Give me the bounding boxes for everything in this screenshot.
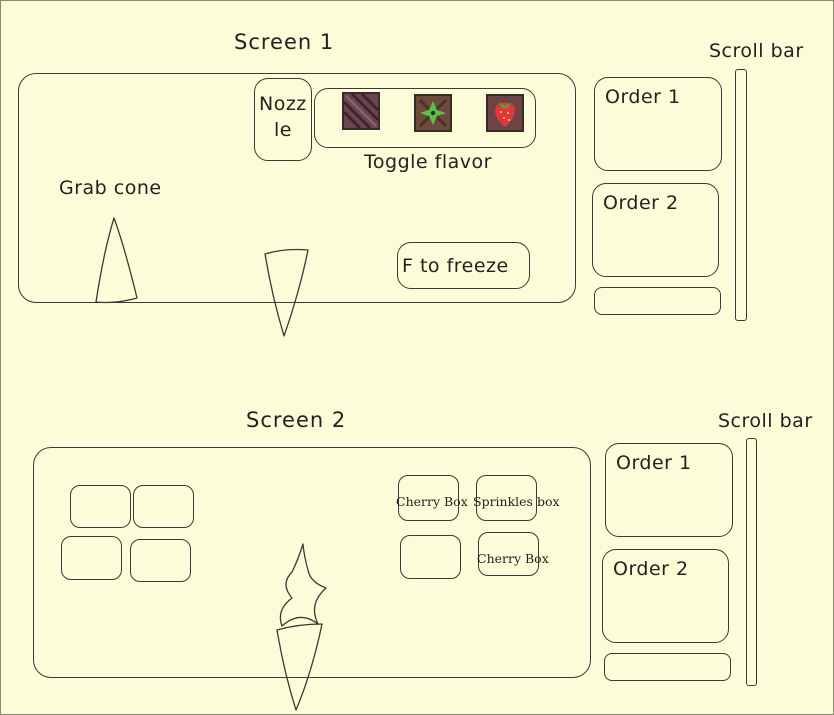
grab-cone-label: Grab cone	[59, 177, 162, 199]
screen2-scroll-label: Scroll bar	[718, 410, 813, 432]
sprinkles-box[interactable]: Sprinkles box	[473, 475, 560, 521]
cherry-box-2-label: Cherry Box	[477, 551, 549, 566]
screen1-order-1-label: Order 1	[605, 86, 681, 108]
ingredient-bin[interactable]	[130, 539, 191, 582]
screen1-scroll-label: Scroll bar	[709, 40, 804, 62]
screen2-title: Screen 2	[246, 408, 347, 432]
screen1-order-1[interactable]: Order 1	[594, 77, 722, 171]
toggle-flavor-label: Toggle flavor	[364, 151, 492, 173]
cherry-box-2[interactable]: Cherry Box	[477, 532, 549, 576]
sprinkles-box-label: Sprinkles box	[473, 494, 560, 509]
nozzle-label-line1: Nozz	[259, 93, 307, 115]
empty-topping-box[interactable]	[400, 535, 461, 579]
cherry-box-1[interactable]: Cherry Box	[396, 475, 468, 521]
screen2-order-1[interactable]: Order 1	[605, 443, 733, 537]
nozzle-button[interactable]: Nozz le	[254, 78, 312, 161]
screen1-order-3[interactable]	[594, 287, 721, 315]
screen1-scroll-bar[interactable]	[735, 69, 747, 321]
ingredient-bin[interactable]	[61, 536, 122, 580]
ice-cream-swirl-icon	[279, 543, 327, 627]
screen2-scroll-bar[interactable]	[746, 438, 757, 686]
cone-under-nozzle-icon	[264, 248, 309, 337]
screen1-order-2[interactable]: Order 2	[592, 183, 719, 277]
screen1-title: Screen 1	[234, 30, 335, 54]
flavor-toggle-strip	[314, 88, 536, 148]
strawberry-flavor-icon[interactable]	[486, 94, 524, 132]
freeze-button[interactable]: F to freeze	[397, 242, 530, 289]
ingredient-bin[interactable]	[70, 485, 131, 528]
screen2-order-1-label: Order 1	[616, 452, 692, 474]
screen1-play-area	[18, 73, 576, 303]
screen1-order-2-label: Order 2	[603, 192, 679, 214]
cherry-box-1-label: Cherry Box	[396, 494, 468, 509]
screen2-order-2[interactable]: Order 2	[602, 549, 729, 643]
screen2-play-area	[33, 447, 591, 678]
screen2-order-2-label: Order 2	[613, 558, 689, 580]
chocolate-flavor-icon[interactable]	[342, 92, 380, 130]
screen2-cone-icon	[276, 623, 323, 711]
screen2-order-3[interactable]	[604, 653, 731, 681]
grab-cone-icon	[95, 217, 138, 304]
mint-flavor-icon[interactable]	[414, 94, 452, 132]
ingredient-bin[interactable]	[133, 485, 194, 528]
nozzle-label-line2: le	[274, 119, 292, 141]
freeze-button-label: F to freeze	[402, 255, 509, 277]
